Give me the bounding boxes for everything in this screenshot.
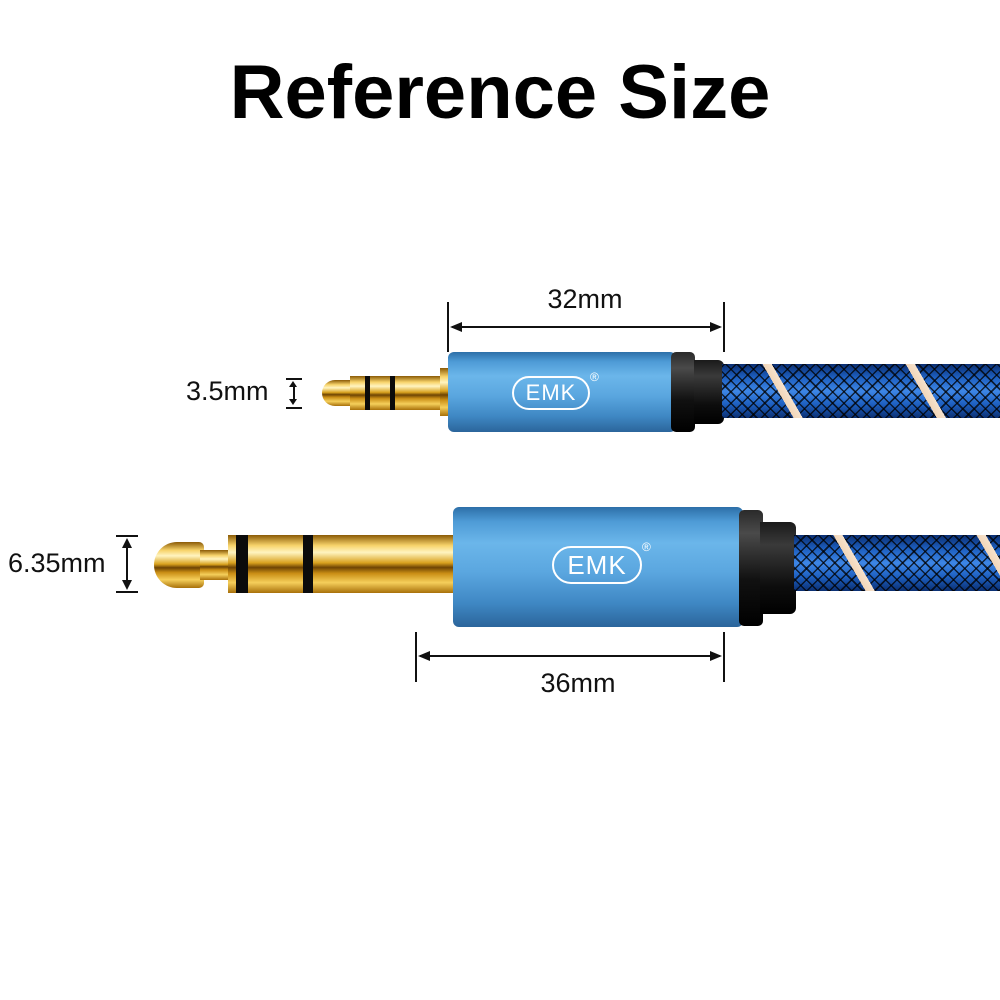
housing-length-label-top: 32mm (547, 284, 623, 314)
arrow-right-icon (710, 322, 722, 332)
plug-ring-1 (236, 535, 248, 593)
dim-635-line (126, 542, 128, 586)
diameter-label-bottom: 6.35mm (8, 548, 106, 578)
dim-635-top-tick (116, 535, 138, 537)
arrow-left-icon (450, 322, 462, 332)
top-connector: 32mm 3.5mm EMK ® (0, 0, 1000, 450)
arrow-left-icon (418, 651, 430, 661)
dim-635-bottom-tick (116, 591, 138, 593)
connector-housing-top (448, 352, 676, 432)
arrow-down-icon (122, 580, 132, 590)
housing-length-label-bottom: 36mm (540, 668, 616, 698)
dim-32-line (452, 326, 720, 328)
plug-shaft-3-5mm (350, 376, 442, 410)
registered-mark-top: ® (590, 370, 599, 384)
plug-ring-2 (303, 535, 313, 593)
plug-ring-2 (390, 376, 395, 410)
dim-35-top-tick (286, 378, 302, 380)
collar-top (671, 352, 695, 432)
plug-shaft-6-35mm (228, 535, 458, 593)
plug-tip-6-35mm (154, 542, 204, 588)
dim-35-line (293, 384, 295, 402)
arrow-up-icon (289, 381, 297, 387)
arrow-down-icon (289, 399, 297, 405)
braided-cable-top (722, 364, 1000, 418)
strain-relief-bottom (760, 522, 796, 614)
brand-logo-text: EMK (525, 380, 577, 405)
dim-36-right-tick (723, 632, 725, 682)
braided-cable-bottom (794, 535, 1000, 591)
plug-flange-3-5mm (440, 368, 450, 416)
bottom-connector: 6.35mm EMK ® 36mm (0, 480, 1000, 720)
strain-relief-top (694, 360, 724, 424)
registered-mark-bottom: ® (642, 540, 651, 554)
dim-36-left-tick (415, 632, 417, 682)
brand-logo-text: EMK (567, 550, 627, 580)
dim-36-line (420, 655, 720, 657)
dim-35-bottom-tick (286, 407, 302, 409)
brand-logo-bottom: EMK (552, 546, 642, 584)
page-title: Reference Size (229, 50, 771, 135)
diameter-label-top: 3.5mm (186, 376, 269, 406)
connector-housing-bottom (453, 507, 743, 627)
collar-bottom (739, 510, 763, 626)
plug-tip-3-5mm (322, 380, 352, 406)
dim-32-left-tick (447, 302, 449, 352)
arrow-right-icon (710, 651, 722, 661)
brand-logo-top: EMK (512, 376, 590, 410)
plug-ring-1 (365, 376, 370, 410)
dim-32-right-tick (723, 302, 725, 352)
plug-neck-6-35mm (200, 550, 230, 580)
arrow-up-icon (122, 538, 132, 548)
